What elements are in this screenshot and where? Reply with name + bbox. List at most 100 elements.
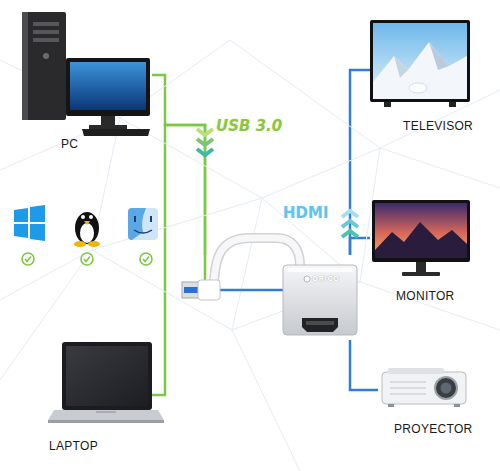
laptop-illustration-part xyxy=(66,346,148,406)
tv-illustration-part xyxy=(449,102,456,107)
pc-illustration-part xyxy=(101,116,115,126)
device-label: LAPTOP xyxy=(49,439,98,453)
usb-hdmi-adapter-illustration-part xyxy=(304,276,310,282)
monitor-device: MONITOR xyxy=(370,198,472,306)
hdmi-chevrons xyxy=(342,211,358,237)
pc-illustration-part xyxy=(43,53,49,59)
device-label: TELEVISOR xyxy=(403,119,473,133)
monitor-illustration-part xyxy=(375,222,467,258)
usb-chevrons-part xyxy=(197,129,213,135)
usb-hdmi-adapter-illustration-part xyxy=(182,282,200,298)
usb-link xyxy=(152,125,205,395)
background-lines-part xyxy=(232,330,300,471)
linux-logo-part xyxy=(75,212,99,244)
windows-logo-part xyxy=(14,224,28,238)
pc-illustration-part xyxy=(33,38,59,42)
laptop-illustration-part xyxy=(48,410,164,420)
brand-text: ORICO xyxy=(312,275,340,283)
usb-hdmi-adapter-illustration-part xyxy=(302,318,338,332)
windows-logo-part xyxy=(30,205,45,222)
check-marks-part xyxy=(84,257,90,262)
tv-illustration-part xyxy=(373,42,467,99)
check-marks-part xyxy=(22,253,34,265)
linux-logo-part xyxy=(84,221,90,225)
usb-hdmi-adapter-illustration-part xyxy=(283,265,357,335)
projector-illustration-part xyxy=(382,372,466,404)
windows-logo-part xyxy=(30,224,45,241)
projector-illustration-part xyxy=(390,382,426,383)
mac-finder-logo-part xyxy=(128,208,158,240)
tv-illustration-part xyxy=(429,42,449,70)
tv-device: TELEVISOR xyxy=(370,18,470,134)
laptop-illustration xyxy=(48,342,164,423)
projector-illustration-part xyxy=(390,394,426,395)
usb-link xyxy=(152,75,205,255)
projector-illustration-part xyxy=(388,368,444,374)
projector-illustration-part xyxy=(454,404,460,407)
mac-finder-logo xyxy=(128,208,158,240)
tv-illustration xyxy=(370,20,470,107)
usb-hdmi-adapter-illustration-part xyxy=(286,268,354,272)
windows-logo-part xyxy=(14,208,28,222)
usb-hdmi-adapter-illustration-part xyxy=(198,280,220,300)
laptop-illustration-part xyxy=(48,420,164,423)
mac-finder-logo-part xyxy=(134,216,136,222)
usb-hdmi-adapter-illustration-part xyxy=(204,255,207,281)
projector-illustration-part xyxy=(435,377,457,399)
hdmi-chevrons-part xyxy=(342,221,358,227)
pc-illustration-part xyxy=(66,58,150,116)
tv-illustration-part xyxy=(373,23,467,99)
usb-chevrons-part xyxy=(197,139,213,145)
monitor-illustration-part xyxy=(372,200,470,262)
linux-logo-part xyxy=(89,215,93,219)
usb-hdmi-adapter-illustration xyxy=(182,238,357,335)
device-label: PC xyxy=(61,137,78,151)
pc-illustration-part xyxy=(33,30,59,34)
monitor-illustration xyxy=(372,200,470,276)
check-marks-part xyxy=(81,253,93,265)
check-marks-part xyxy=(25,257,31,262)
pc-illustration-part xyxy=(70,62,146,110)
background-lines-part xyxy=(0,40,500,148)
hdmi-chevrons-part xyxy=(342,211,358,217)
monitor-illustration-part xyxy=(402,272,440,276)
linux-logo-part xyxy=(80,223,94,243)
mac-finder-logo-part xyxy=(128,208,146,240)
pc-device: PC xyxy=(14,8,152,154)
mac-finder-logo-part xyxy=(134,230,152,233)
linux-logo xyxy=(74,212,100,247)
background-lines-part xyxy=(262,148,380,282)
background-lines-part xyxy=(92,118,262,330)
laptop-illustration-part xyxy=(62,342,152,410)
linux-logo-part xyxy=(88,241,100,247)
tv-illustration-part xyxy=(409,83,427,93)
laptop-device: LAPTOP xyxy=(40,338,152,454)
port-label: HDMI xyxy=(283,204,329,222)
usb-hdmi-adapter-illustration-part xyxy=(184,287,198,293)
usb-chevrons xyxy=(197,129,213,155)
tv-illustration-part xyxy=(370,20,470,102)
hdmi-link xyxy=(350,238,370,255)
projector-device: PROYECTOR xyxy=(378,362,470,438)
mac-finder-logo-part xyxy=(150,216,152,222)
background-lines-part xyxy=(0,250,500,330)
monitor-illustration-part xyxy=(416,262,426,272)
pc-illustration-part xyxy=(22,12,28,120)
projector-illustration xyxy=(382,368,466,407)
check-marks-part xyxy=(143,257,149,262)
laptop-illustration-part xyxy=(96,411,116,413)
hdmi-link xyxy=(350,70,370,255)
linux-logo-part xyxy=(81,215,85,219)
check-marks xyxy=(22,253,152,265)
pc-illustration-part xyxy=(82,129,150,136)
port-label: USB 3.0 xyxy=(216,117,282,135)
pc-illustration xyxy=(22,12,150,136)
check-marks-part xyxy=(140,253,152,265)
tv-illustration-part xyxy=(384,102,391,107)
projector-illustration-part xyxy=(388,404,394,407)
pc-illustration-part xyxy=(89,125,127,129)
hdmi-link xyxy=(350,340,378,390)
projector-illustration-part xyxy=(441,383,452,394)
